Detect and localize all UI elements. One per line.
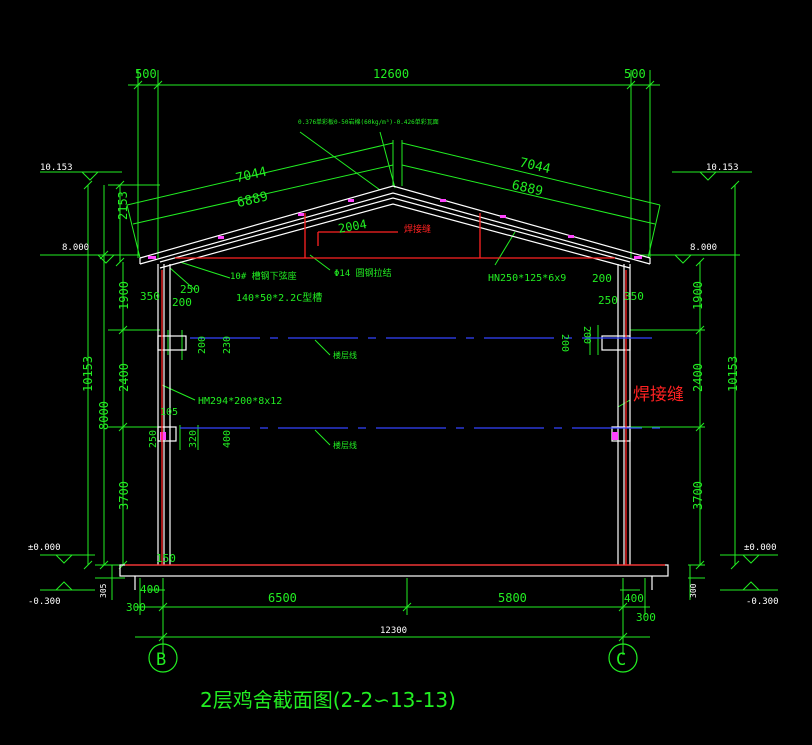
- dim-400-lower: 400: [222, 430, 233, 448]
- label-channel: 140*50*2.2C型槽: [236, 291, 322, 304]
- dim-350-right: 350: [624, 290, 644, 303]
- elev-eave-left: 8.000: [62, 243, 89, 253]
- structure: [119, 185, 669, 590]
- dim-200-right: 200: [592, 272, 612, 285]
- label-purlin-support: 10# 槽钢下弦座: [230, 270, 297, 282]
- dim-right-upper: 1900: [691, 281, 705, 310]
- dim-right-eave: 500: [624, 67, 646, 81]
- dim-250-lower: 250: [148, 430, 159, 448]
- dim-left-bay: 6500: [268, 591, 297, 605]
- dim-200-left: 200: [172, 296, 192, 309]
- dim-200-bracket-a: 200: [197, 336, 208, 354]
- dim-150: 150: [156, 552, 176, 565]
- dim-left-plinth: 305: [99, 583, 108, 598]
- dim-right-slope-outer: 7044: [518, 156, 552, 178]
- dim-400-base-right: 400: [624, 592, 644, 605]
- dim-right-plinth: 300: [689, 583, 698, 598]
- label-truss-member: HN250*125*6x9: [488, 273, 566, 284]
- dimension-lines: [40, 70, 778, 655]
- dim-left-eave: 500: [135, 67, 157, 81]
- dim-250-right: 250: [598, 294, 618, 307]
- dim-span: 12600: [373, 67, 409, 81]
- dim-250-left: 250: [180, 283, 200, 296]
- dim-right-bay: 5800: [498, 591, 527, 605]
- label-tie-rod: Φ14 圆钢拉结: [334, 267, 392, 279]
- label-floor-line-lower: 楼层线: [333, 440, 357, 450]
- axis-label-b: B: [156, 650, 166, 670]
- dim-300-base-right: 300: [636, 611, 656, 624]
- label-weld-right: 焊接缝: [633, 385, 684, 405]
- elev-eave-right: 8.000: [690, 243, 717, 253]
- dim-left-wall-total: 8000: [97, 401, 111, 430]
- dim-right-slope-inner: 6889: [510, 178, 544, 200]
- roof-accents: [148, 199, 642, 440]
- label-floor-line-upper: 楼层线: [333, 350, 357, 360]
- roof-note: 0.376单彩板0-50岩棉(60kg/m³)-0.426单彩瓦面: [298, 118, 439, 126]
- dim-230-bracket-b: 230: [222, 336, 233, 354]
- dim-total: 12300: [380, 626, 407, 636]
- dim-105: 105: [160, 407, 178, 418]
- elev-foot-left: -0.300: [28, 597, 61, 607]
- dim-400-base-left: 400: [140, 583, 160, 596]
- axis-label-c: C: [616, 650, 626, 670]
- label-column: HM294*200*8x12: [198, 396, 282, 407]
- elev-ridge-right: 10.153: [706, 163, 739, 173]
- dim-left-slope-inner: 6889: [236, 189, 270, 211]
- dim-right-overall: 10153: [726, 356, 740, 392]
- dim-roof-rise: 2153: [116, 191, 130, 220]
- dim-left-overall: 10153: [81, 356, 95, 392]
- elev-foot-right: -0.300: [746, 597, 779, 607]
- dim-200-right-bracket-2: 200: [559, 334, 570, 352]
- dim-left-slope-outer: 7044: [234, 165, 268, 187]
- elev-ground-right: ±0.000: [744, 543, 777, 553]
- dim-right-middle: 2400: [691, 363, 705, 392]
- dim-brace: 2004: [337, 217, 368, 236]
- dim-left-middle: 2400: [117, 363, 131, 392]
- elev-ground-left: ±0.000: [28, 543, 61, 553]
- dim-right-lower: 3700: [691, 481, 705, 510]
- dim-300-base-left: 300: [126, 601, 146, 614]
- dim-320-lower: 320: [188, 430, 199, 448]
- ridge-weld-label: 焊接缝: [404, 223, 431, 235]
- dim-350-left: 350: [140, 290, 160, 303]
- drawing-title: 2层鸡舍截面图(2-2∽13-13): [200, 688, 456, 712]
- floor-lines: [180, 337, 660, 429]
- dim-200-right-bracket: 200: [581, 326, 592, 344]
- dim-left-upper: 1900: [117, 281, 131, 310]
- weld-and-truss-lines: [125, 213, 665, 566]
- dim-left-lower: 3700: [117, 481, 131, 510]
- elev-ridge-left: 10.153: [40, 163, 73, 173]
- axis-markers: [148, 643, 638, 673]
